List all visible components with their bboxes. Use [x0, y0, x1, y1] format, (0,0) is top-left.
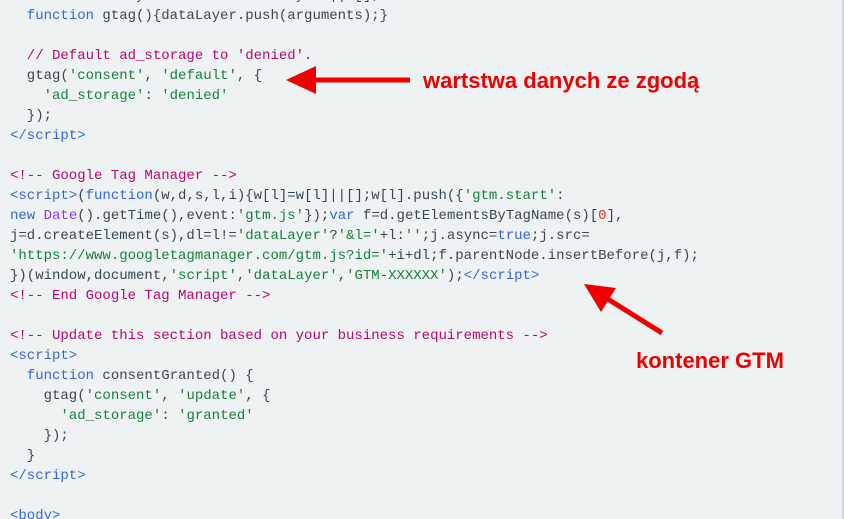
code-token: 'gtm.js' — [236, 208, 305, 224]
code-token: var — [329, 208, 355, 224]
code-token: 'dataLayer' — [245, 268, 338, 284]
arrow-gtm-container — [584, 284, 664, 336]
code-token: </script> — [10, 128, 86, 144]
code-line: })(window,document,'script','dataLayer',… — [10, 266, 699, 286]
code-token: , — [161, 388, 179, 404]
code-line: <!-- Google Tag Manager --> — [10, 166, 699, 186]
code-line: gtag('consent', 'default', { — [10, 66, 699, 86]
code-token: j=d.createElement(s),dl=l!= — [10, 228, 237, 244]
code-token: // Default ad_storage to 'denied'. — [10, 48, 313, 64]
code-token: 'granted' — [178, 408, 254, 424]
code-token: '&l=' — [337, 228, 380, 244]
code-line: }); — [10, 426, 699, 446]
code-token: ? — [329, 228, 338, 244]
code-token: 'default' — [161, 68, 237, 84]
code-line: </script> — [10, 126, 699, 146]
annotation-consent-layer: wartstwa danych ze zgodą — [423, 68, 700, 93]
code-token: consentGranted() { — [94, 368, 254, 384]
code-token: ); — [446, 268, 464, 284]
code-line: } — [10, 446, 699, 466]
code-token: })(window,document, — [10, 268, 170, 284]
code-token: : — [556, 188, 565, 204]
code-token: }); — [10, 428, 69, 444]
code-line: function consentGranted() { — [10, 366, 699, 386]
code-token: ( — [77, 188, 86, 204]
code-token: , { — [236, 68, 263, 84]
code-token: '' — [404, 228, 422, 244]
code-line: window.dataLayer = window.dataLayer || [… — [10, 0, 699, 6]
code-token: function — [85, 188, 153, 204]
code-token: }); — [304, 208, 330, 224]
code-line: 'https://www.googletagmanager.com/gtm.js… — [10, 246, 699, 266]
code-token: new — [10, 208, 36, 224]
code-token: 'ad_storage' — [43, 88, 145, 104]
arrow-consent-layer — [286, 66, 410, 94]
code-line: <script>(function(w,d,s,l,i){w[l]=w[l]||… — [10, 186, 699, 206]
code-line: 'ad_storage': 'granted' — [10, 406, 699, 426]
code-line: gtag('consent', 'update', { — [10, 386, 699, 406]
code-token: <script> — [10, 348, 78, 364]
code-token: function — [10, 8, 95, 24]
code-line: }); — [10, 106, 699, 126]
code-token: true — [497, 228, 531, 244]
code-token: 'consent' — [85, 388, 162, 404]
code-token: function — [10, 368, 95, 384]
code-line: // Default ad_storage to 'denied'. — [10, 46, 699, 66]
code-token: 'GTM-XXXXXX' — [346, 268, 447, 284]
code-line: 'ad_storage': 'denied' — [10, 86, 699, 106]
code-token: } — [10, 448, 36, 464]
code-token: 0 — [598, 208, 607, 224]
code-lines: window.dataLayer = window.dataLayer || [… — [10, 0, 699, 519]
code-token: ], — [606, 208, 624, 224]
code-token: 'denied' — [161, 88, 229, 104]
code-line: <!-- Update this section based on your b… — [10, 326, 699, 346]
code-token: ;j.async= — [421, 228, 498, 244]
code-line: <!-- End Google Tag Manager --> — [10, 286, 699, 306]
code-token: , { — [245, 388, 271, 404]
code-token: </script> — [463, 268, 540, 284]
code-token: +i+dl;f.parentNode.insertBefore(j,f); — [388, 248, 699, 264]
code-token: , — [236, 268, 246, 284]
code-token: </script> — [10, 468, 86, 484]
code-line: </script> — [10, 466, 699, 486]
code-token: 'update' — [178, 388, 246, 404]
code-token: : — [161, 408, 179, 424]
code-line: function gtag(){dataLayer.push(arguments… — [10, 6, 699, 26]
code-token: , — [144, 68, 162, 84]
code-token: , — [337, 268, 347, 284]
code-token: ().getTime(),event: — [77, 208, 237, 224]
code-token: 'gtm.start' — [463, 188, 557, 204]
code-token: (w,d,s,l,i){w[l]=w[l]||[];w[l].push({ — [152, 188, 464, 204]
code-token: <body> — [10, 508, 61, 519]
code-token: gtag( — [10, 68, 69, 84]
code-token: window.dataLayer = window.dataLayer || [… — [10, 0, 380, 4]
code-token: 'consent' — [68, 68, 145, 84]
code-token: 'ad_storage' — [60, 408, 162, 424]
code-token: <!-- End Google Tag Manager --> — [10, 288, 271, 304]
code-token: }); — [10, 108, 53, 124]
code-line: new Date().getTime(),event:'gtm.js'});va… — [10, 206, 699, 226]
code-token: Date — [43, 208, 78, 224]
code-token: +l: — [379, 228, 405, 244]
code-line: <script> — [10, 346, 699, 366]
code-token: <!-- Google Tag Manager --> — [10, 168, 237, 184]
code-token: gtag( — [10, 388, 86, 404]
annotation-gtm-container: kontener GTM — [636, 348, 784, 373]
code-token: gtag(){dataLayer.push(arguments);} — [94, 8, 389, 24]
code-token: <script> — [10, 188, 78, 204]
code-token: 'script' — [169, 268, 237, 284]
code-token: <!-- Update this section based on your b… — [10, 328, 548, 344]
code-line: <body> — [10, 506, 699, 519]
code-line: j=d.createElement(s),dl=l!='dataLayer'?'… — [10, 226, 699, 246]
code-token: ;j.src= — [530, 228, 590, 244]
code-token: 'https://www.googletagmanager.com/gtm.js… — [10, 248, 389, 264]
code-token: f=d.getElementsByTagName(s)[ — [354, 208, 599, 224]
code-token: : — [144, 88, 162, 104]
code-token: 'dataLayer' — [236, 228, 330, 244]
